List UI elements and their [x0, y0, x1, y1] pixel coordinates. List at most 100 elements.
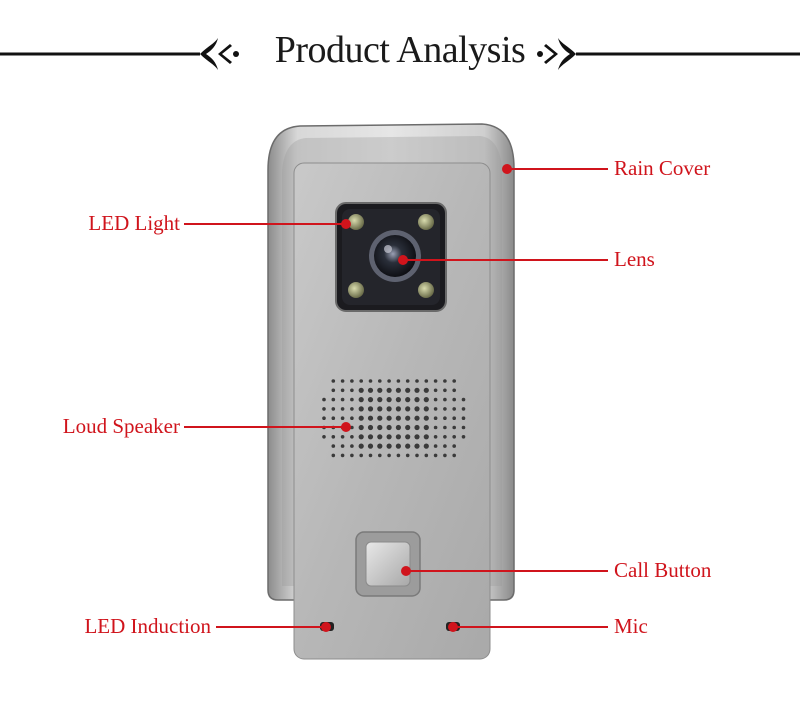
speaker-hole [350, 425, 354, 430]
speaker-hole [405, 434, 411, 440]
speaker-hole [433, 397, 438, 402]
speaker-hole [452, 416, 457, 421]
callout-mic: Mic [614, 614, 648, 638]
speaker-hole [433, 379, 438, 383]
speaker-hole [378, 453, 382, 458]
speaker-hole [322, 397, 326, 402]
speaker-hole [350, 407, 354, 411]
speaker-hole [367, 434, 374, 440]
speaker-hole [433, 435, 438, 439]
page-title: Product Analysis [274, 29, 526, 71]
speaker-hole [443, 435, 447, 439]
speaker-hole [443, 453, 447, 458]
speaker-hole [443, 416, 447, 421]
speaker-hole [377, 415, 383, 421]
speaker-hole [386, 387, 392, 393]
speaker-hole [358, 434, 364, 440]
speaker-hole [395, 443, 401, 449]
speaker-hole [350, 435, 354, 439]
callout-led-induction: LED Induction [84, 614, 211, 638]
speaker-hole [340, 453, 345, 458]
speaker-hole [423, 415, 429, 421]
speaker-hole [405, 443, 411, 449]
speaker-hole [415, 453, 419, 458]
speaker-hole [350, 444, 354, 448]
speaker-hole [386, 397, 392, 403]
speaker-hole [461, 416, 466, 421]
speaker-hole [433, 444, 438, 448]
speaker-hole [358, 387, 364, 393]
callout-rain-cover: Rain Cover [614, 156, 711, 180]
speaker-hole [443, 397, 447, 402]
speaker-hole [443, 425, 447, 430]
speaker-hole [433, 453, 438, 458]
speaker-hole [350, 453, 354, 458]
speaker-hole [350, 397, 354, 402]
speaker-hole [386, 415, 392, 421]
speaker-hole [423, 434, 429, 440]
speaker-hole [452, 425, 457, 430]
speaker-hole [414, 415, 420, 421]
speaker-hole [367, 406, 374, 412]
speaker-hole [350, 388, 354, 393]
speaker-hole [443, 379, 447, 383]
speaker-hole [340, 416, 345, 421]
speaker-hole [367, 424, 374, 431]
speaker-hole [414, 397, 420, 403]
speaker-hole [340, 407, 345, 411]
speaker-hole [443, 444, 447, 448]
speaker-hole [350, 416, 354, 421]
speaker-hole [395, 424, 401, 431]
speaker-hole [367, 397, 374, 403]
speaker-hole [386, 443, 392, 449]
speaker-hole [359, 453, 364, 458]
speaker-hole [405, 424, 411, 431]
speaker-grille [322, 379, 466, 458]
speaker-hole [368, 379, 373, 383]
speaker-hole [331, 407, 336, 411]
speaker-hole [405, 415, 411, 421]
callout-call-button: Call Button [614, 558, 712, 582]
speaker-hole [395, 397, 401, 403]
speaker-hole [358, 406, 364, 412]
speaker-hole [452, 397, 457, 402]
speaker-hole [414, 443, 420, 449]
speaker-hole [358, 443, 364, 449]
speaker-hole [405, 387, 411, 393]
speaker-hole [340, 397, 345, 402]
speaker-hole [340, 444, 345, 448]
speaker-hole [358, 424, 364, 431]
speaker-hole [395, 406, 401, 412]
speaker-hole [461, 397, 466, 402]
speaker-hole [433, 388, 438, 393]
speaker-hole [340, 379, 345, 383]
speaker-hole [367, 387, 374, 393]
speaker-hole [414, 406, 420, 412]
speaker-hole [424, 379, 429, 383]
speaker-hole [443, 407, 447, 411]
speaker-hole [350, 379, 354, 383]
speaker-hole [358, 397, 364, 403]
speaker-hole [359, 379, 364, 383]
speaker-hole [452, 407, 457, 411]
speaker-hole [331, 435, 336, 439]
speaker-hole [405, 379, 410, 383]
callout-lens: Lens [614, 247, 655, 271]
speaker-hole [358, 415, 364, 421]
speaker-hole [405, 453, 410, 458]
speaker-hole [340, 435, 345, 439]
speaker-hole [395, 387, 401, 393]
call-button[interactable] [355, 531, 421, 597]
speaker-hole [378, 379, 382, 383]
speaker-hole [367, 415, 374, 421]
speaker-hole [423, 397, 429, 403]
speaker-hole [387, 453, 391, 458]
speaker-hole [433, 416, 438, 421]
speaker-hole [331, 379, 336, 383]
speaker-hole [322, 416, 326, 421]
lens-icon [369, 230, 421, 282]
speaker-hole [387, 379, 391, 383]
speaker-hole [452, 435, 457, 439]
